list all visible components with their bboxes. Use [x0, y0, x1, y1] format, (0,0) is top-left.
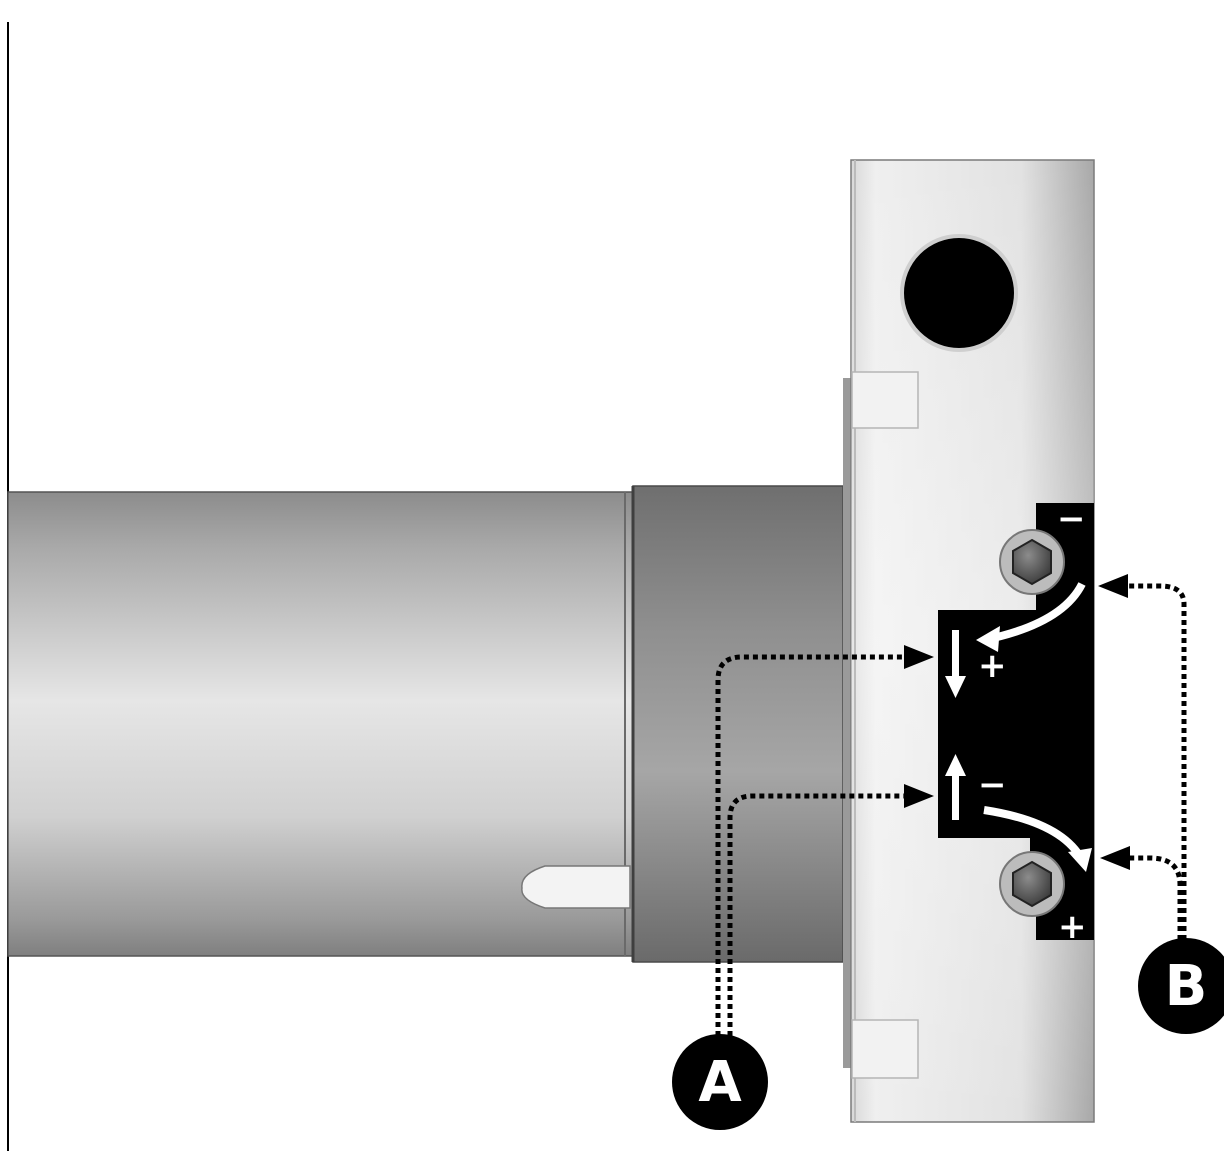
leader-b-arrowhead-1 — [1098, 574, 1128, 598]
callout-a: A — [672, 1034, 768, 1130]
sign-lower-minus: − — [978, 765, 1007, 805]
mounting-hole — [900, 234, 1018, 352]
leader-b-arrowhead-2 — [1100, 846, 1130, 870]
limit-screw-top — [999, 529, 1065, 595]
down-arrow-icon — [945, 630, 966, 698]
leader-a-arrowhead-1 — [904, 645, 934, 669]
sign-upper-plus: + — [978, 646, 1007, 686]
rotation-arrow-top — [983, 582, 1086, 644]
rotation-arrowhead-top — [976, 626, 1000, 652]
head-notch-top — [851, 371, 919, 429]
motor-collar — [631, 485, 844, 963]
tube-slot — [521, 865, 631, 909]
rotation-arrowhead-bottom — [1068, 848, 1092, 872]
sign-bottom-plus: + — [1058, 907, 1087, 947]
leader-b — [1126, 583, 1187, 940]
motor-tube — [7, 491, 634, 957]
sign-top-minus: − — [1057, 499, 1086, 539]
limit-screw-bottom — [999, 851, 1065, 917]
callout-b: B — [1138, 938, 1224, 1034]
leader-a-arrowhead-2 — [904, 784, 934, 808]
svg-text:A: A — [698, 1050, 742, 1115]
head-notch-bottom — [851, 1019, 919, 1079]
leader-a — [715, 654, 906, 1036]
svg-text:B: B — [1165, 954, 1208, 1019]
up-arrow-icon — [945, 754, 966, 820]
